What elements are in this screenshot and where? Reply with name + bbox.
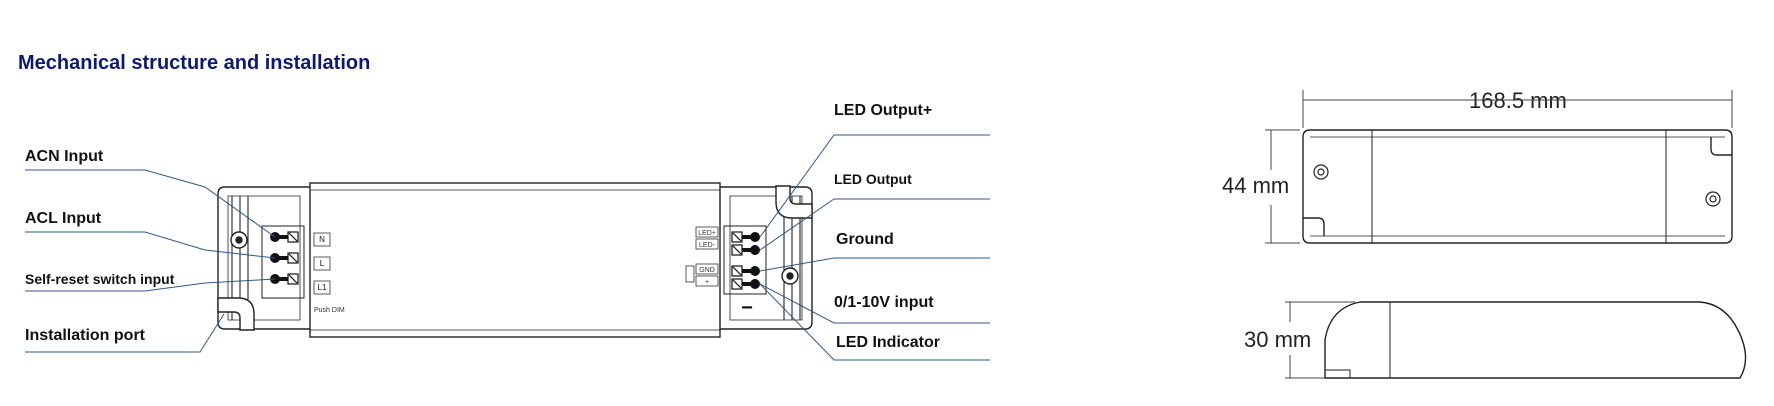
label-self-reset-switch-input: Self-reset switch input xyxy=(25,271,175,287)
push-dim-label: Push DIM xyxy=(314,307,345,314)
driver-top-view xyxy=(217,182,813,338)
right-terminal-markings xyxy=(685,226,719,287)
side-view-drawing xyxy=(1324,301,1747,379)
terminal-led-minus-label: LED- xyxy=(699,242,716,249)
label-acn-input: ACN Input xyxy=(25,148,104,165)
height-dimension-line xyxy=(1285,301,1355,379)
terminal-l-label: L xyxy=(320,259,325,268)
leader-led-output-plus xyxy=(759,134,990,238)
length-dimension-line xyxy=(1302,90,1733,128)
section-heading: Mechanical structure and installation xyxy=(18,52,371,74)
driver-body xyxy=(309,182,721,338)
label-led-output-plus: LED Output+ xyxy=(834,102,933,119)
right-terminal-screws xyxy=(731,231,743,290)
terminal-led-plus-label: LED+ xyxy=(698,230,716,237)
leader-led-indicator xyxy=(759,283,990,361)
left-terminal-markings xyxy=(313,232,331,295)
leader-acn xyxy=(25,169,276,238)
label-ground: Ground xyxy=(836,231,894,248)
installation-port-hook-left xyxy=(217,297,255,331)
leader-self-reset xyxy=(25,278,276,292)
label-led-indicator: LED Indicator xyxy=(836,334,941,351)
terminal-n-label: N xyxy=(319,235,325,244)
right-terminal-pins xyxy=(742,232,760,289)
left-terminal-screws xyxy=(287,231,299,285)
terminal-minus-symbol: − xyxy=(741,297,753,319)
terminal-plus-label: + xyxy=(705,279,709,286)
terminal-gnd-label: GND xyxy=(699,267,715,274)
mounting-hole-right xyxy=(781,267,799,285)
top-view-mounting-holes xyxy=(1313,164,1721,207)
leader-ground xyxy=(759,257,990,272)
label-dim-input: 0/1-10V input xyxy=(834,294,934,311)
top-view-drawing xyxy=(1302,129,1733,244)
label-acl-input: ACL Input xyxy=(25,210,102,227)
leader-installation-port xyxy=(25,313,225,353)
leader-dim-input xyxy=(759,283,990,324)
mounting-hole-left xyxy=(230,231,248,249)
dimension-height: 30 mm xyxy=(1244,327,1312,352)
label-installation-port: Installation port xyxy=(25,327,145,344)
leader-acl xyxy=(25,231,276,259)
dimension-width: 44 mm xyxy=(1222,173,1290,198)
installation-port-hook-right xyxy=(775,185,813,219)
left-leader-lines xyxy=(25,169,276,353)
right-leader-lines xyxy=(759,134,990,361)
terminal-l1-label: L1 xyxy=(318,283,327,292)
label-led-output-minus: LED Output xyxy=(834,171,912,187)
leader-led-output-minus xyxy=(759,198,990,251)
width-dimension-line xyxy=(1265,129,1300,244)
